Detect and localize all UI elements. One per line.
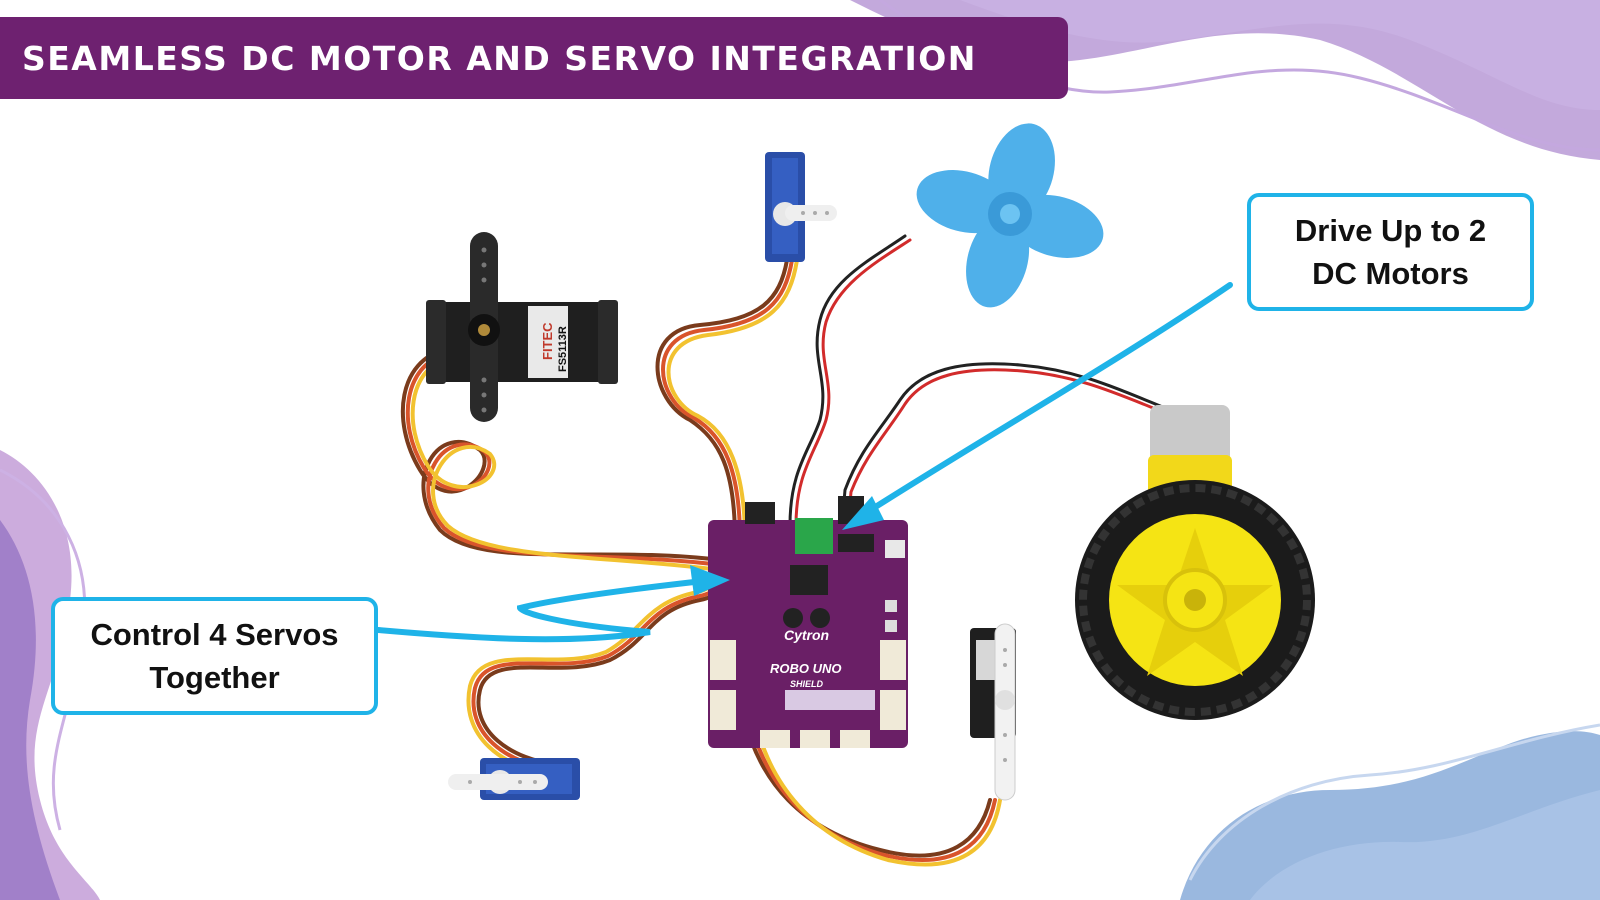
board-brand-label: Cytron <box>784 627 829 643</box>
motor-wires <box>788 234 1180 527</box>
robo-uno-board <box>708 496 908 748</box>
small-servo-top <box>765 152 837 262</box>
large-servo <box>426 232 618 422</box>
callout-servo-line2: Together <box>149 660 280 695</box>
servo-model-label: FS5113R <box>557 326 569 372</box>
arrow-drive-motors <box>842 282 1233 530</box>
callout-drive-motors: Drive Up to 2 DC Motors <box>1247 193 1534 311</box>
callout-servo-text: Control 4 Servos Together <box>90 613 338 699</box>
small-servo-bottom <box>448 758 580 800</box>
wave-bottom-right <box>1180 723 1600 900</box>
callout-drive-line2: DC Motors <box>1312 256 1469 291</box>
fan-propeller <box>916 123 1104 308</box>
board-subname-label: SHIELD <box>790 679 824 689</box>
callout-control-servos: Control 4 Servos Together <box>51 597 378 715</box>
board-name-label: ROBO UNO <box>770 661 842 676</box>
title-banner: SEAMLESS DC MOTOR AND SERVO INTEGRATION <box>0 17 1068 99</box>
servo-brand-label: FITEC <box>540 322 555 360</box>
arrow-control-servos <box>375 565 730 643</box>
page-title: SEAMLESS DC MOTOR AND SERVO INTEGRATION <box>22 38 977 78</box>
callout-servo-line1: Control 4 Servos <box>90 617 339 652</box>
servo-bottom-right <box>970 623 1016 801</box>
wheel <box>1075 480 1315 720</box>
callout-drive-line1: Drive Up to 2 <box>1294 213 1487 248</box>
callout-drive-text: Drive Up to 2 DC Motors <box>1295 209 1486 295</box>
